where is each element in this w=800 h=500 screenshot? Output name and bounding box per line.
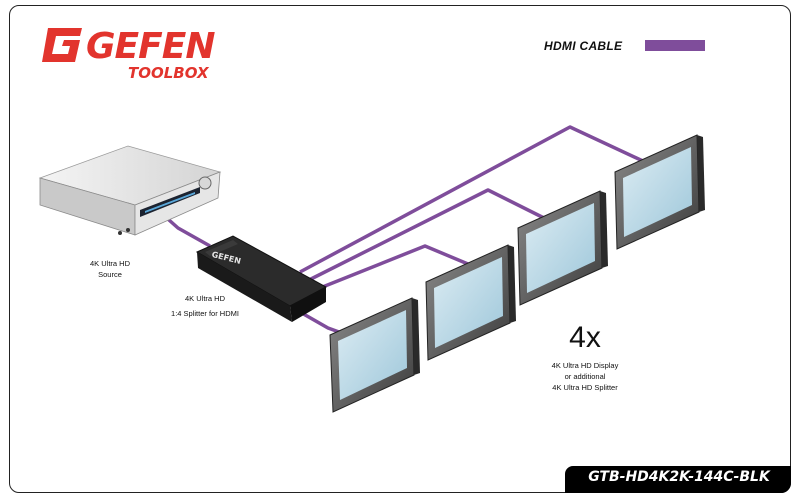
source-label: 4K Ultra HD Source: [70, 258, 150, 280]
display-3-icon: [517, 190, 608, 306]
gefen-logo-icon: [42, 28, 82, 62]
brand-subtitle: TOOLBOX: [128, 64, 209, 82]
hdmi-cable-output-2: [304, 188, 553, 284]
display-1-icon: [329, 297, 420, 413]
hdmi-cable-output-1: [299, 125, 646, 274]
display-label-line3: 4K Ultra HD Splitter: [552, 383, 618, 392]
display-4-icon: [614, 134, 705, 250]
hdmi-cables: [158, 125, 646, 338]
splitter-device-icon: [195, 235, 328, 322]
legend-label: HDMI CABLE: [544, 39, 623, 53]
display-2-icon: [425, 244, 516, 361]
splitter-label-line1: 4K Ultra HD: [184, 294, 225, 303]
model-tag: [565, 466, 791, 493]
display-label: 4K Ultra HD Display or additional 4K Ult…: [535, 360, 635, 393]
brand-name: GEFEN: [86, 26, 215, 67]
display-count-label: 4x: [569, 321, 601, 354]
legend-cable-swatch: [645, 40, 705, 51]
source-label-line2: Source: [98, 270, 122, 279]
display-label-line2: or additional: [564, 372, 606, 381]
diagram-frame: [9, 5, 791, 493]
model-number: GTB-HD4K2K-144C-BLK: [588, 469, 770, 485]
hdmi-cable-output-3: [309, 244, 469, 294]
splitter-label: 4K Ultra HD 1:4 Splitter for HDMI: [150, 293, 260, 319]
display-label-line1: 4K Ultra HD Display: [551, 361, 619, 370]
splitter-label-line2: 1:4 Splitter for HDMI: [171, 309, 239, 318]
source-device-icon: [38, 145, 222, 236]
source-label-line1: 4K Ultra HD: [89, 259, 130, 268]
